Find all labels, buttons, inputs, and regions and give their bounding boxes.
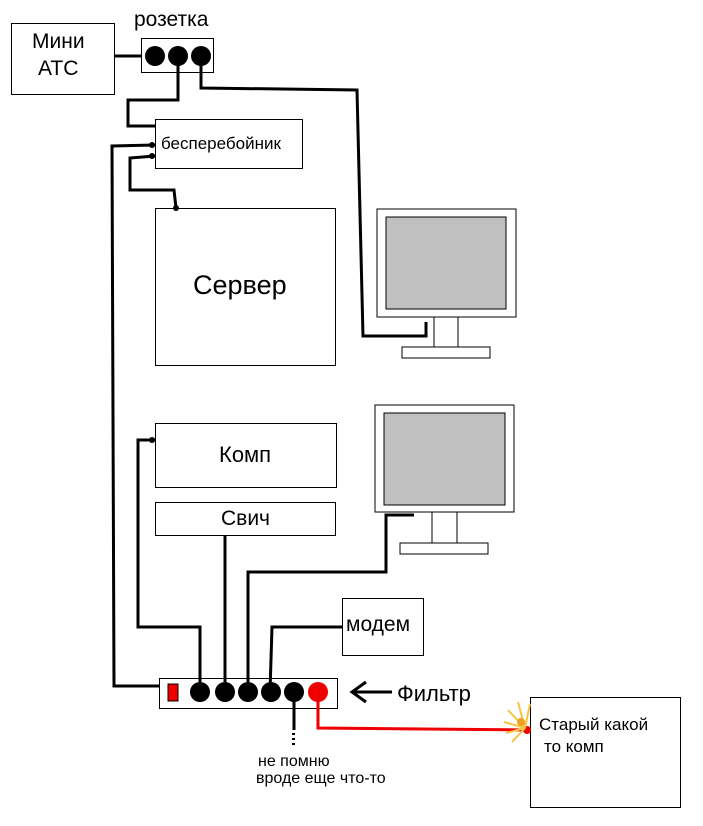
filter-label: Фильтр: [397, 681, 471, 706]
filter-socket-5: [284, 682, 304, 702]
pc-plug: [149, 437, 155, 443]
mini-ats-box: [11, 23, 115, 95]
filter-socket-3: [238, 682, 258, 702]
ups-box: [155, 119, 303, 169]
modem-label: модем: [346, 613, 411, 636]
ups-plug-top: [149, 142, 155, 148]
wire-modem-to-filter: [268, 625, 342, 693]
filter-socket-1: [190, 682, 210, 702]
spark-icon: [503, 701, 531, 743]
socket-connector-3: [191, 46, 211, 66]
unknown-device-label-line2: вроде еще что-то: [256, 770, 386, 787]
wire-filter-to-old-pc: [316, 692, 531, 732]
ups-plug-bottom: [149, 153, 155, 159]
mini-ats-label-line2: АТС: [38, 57, 79, 80]
switch-label: Свич: [221, 507, 270, 530]
unknown-device-label-line1: не помню: [258, 753, 330, 770]
switch-box: [155, 502, 336, 536]
ups-label: бесперебойник: [161, 134, 281, 153]
wire-ups-to-server: [128, 154, 178, 209]
socket-label: розетка: [134, 8, 209, 31]
top-monitor-icon: [376, 208, 517, 359]
old-pc-label-line1: Старый какой: [539, 715, 649, 734]
old-pc-box: [530, 697, 681, 808]
server-label: Сервер: [193, 270, 287, 300]
socket-connector-1: [145, 46, 165, 66]
filter-arrow: [349, 680, 392, 704]
socket-connector-2: [168, 46, 188, 66]
filter-socket-6: [308, 682, 328, 702]
pc-label: Комп: [219, 442, 272, 467]
filter-socket-2: [215, 682, 235, 702]
wire-socket-to-top-monitor: [199, 66, 428, 338]
wire-socket-to-ups: [126, 62, 180, 128]
wire-pc-to-filter: [136, 438, 202, 692]
server-plug: [173, 205, 179, 211]
wire-bottom-monitor-to-filter: [246, 513, 414, 692]
old-pc-label-line2: то комп: [544, 737, 604, 756]
pc-box: [155, 423, 337, 488]
modem-box: [342, 598, 424, 656]
filter-socket-4: [261, 682, 281, 702]
wire-ups-to-filter: [110, 143, 159, 688]
filter-power-switch: [167, 683, 179, 702]
unknown-dots: [292, 733, 295, 745]
bottom-monitor-icon: [374, 404, 515, 555]
mini-ats-label-line1: Мини: [32, 30, 85, 53]
server-box: [155, 208, 336, 366]
